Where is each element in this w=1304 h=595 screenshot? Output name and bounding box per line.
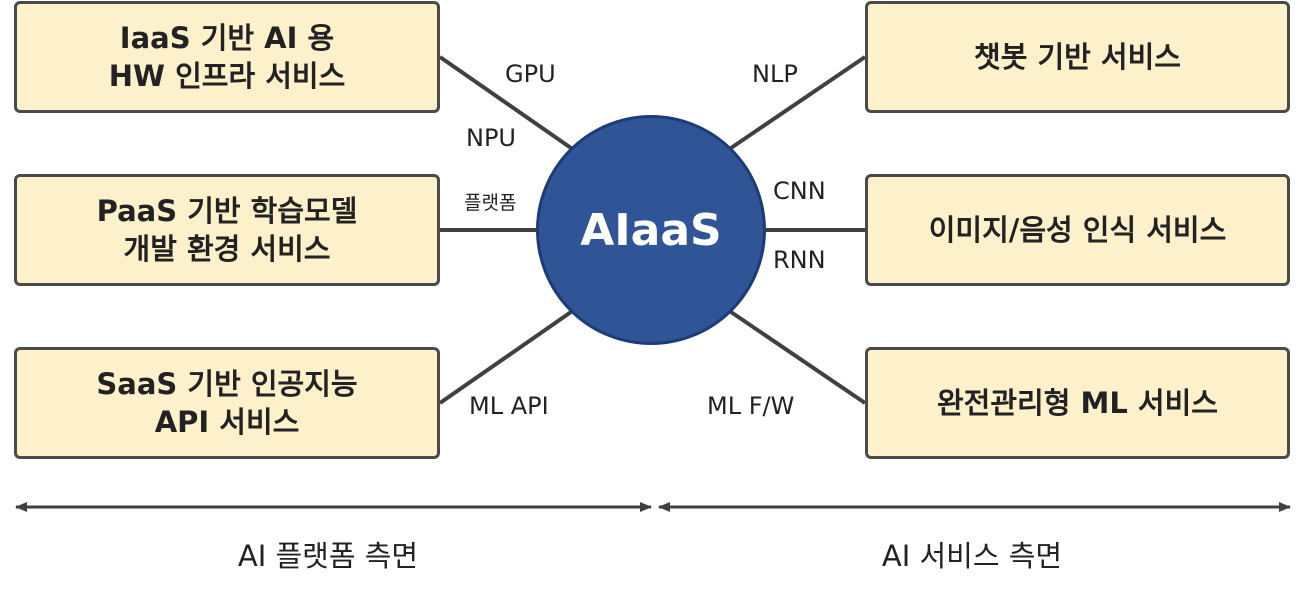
iaas-box-line-2: HW 인프라 서비스 bbox=[108, 59, 346, 93]
platform-label: 플랫폼 bbox=[464, 192, 517, 214]
service-side-label: AI 서비스 측면 bbox=[881, 539, 1063, 573]
nlp-label: NLP bbox=[752, 60, 798, 88]
iaas-box-line-1: IaaS 기반 AI 용 bbox=[119, 21, 335, 55]
connector-left-bottom bbox=[438, 310, 573, 405]
rnn-label: RNN bbox=[773, 246, 826, 274]
paas-box-line-2: 개발 환경 서비스 bbox=[123, 232, 331, 266]
connector-right-bottom bbox=[729, 310, 867, 405]
paas-box-line-1: PaaS 기반 학습모델 bbox=[96, 194, 358, 228]
connector-left-top bbox=[438, 55, 573, 150]
aiaas-hub-label: AIaaS bbox=[580, 204, 722, 256]
saas-box-line-2: API 서비스 bbox=[154, 405, 300, 439]
aiaas-hub: AIaaS bbox=[536, 115, 766, 345]
ml-api-label: ML API bbox=[469, 392, 549, 420]
gpu-label: GPU bbox=[505, 60, 556, 88]
platform-side-label: AI 플랫폼 측면 bbox=[237, 539, 419, 573]
managed-ml-service-box: 완전관리형 ML 서비스 bbox=[865, 347, 1290, 459]
recognition-service-label: 이미지/음성 인식 서비스 bbox=[928, 213, 1227, 247]
saas-box-line-1: SaaS 기반 인공지능 bbox=[96, 367, 358, 401]
chatbot-service-label: 챗봇 기반 서비스 bbox=[974, 40, 1181, 74]
ml-fw-label: ML F/W bbox=[707, 392, 795, 420]
npu-label: NPU bbox=[466, 124, 516, 152]
iaas-box: IaaS 기반 AI 용 HW 인프라 서비스 bbox=[14, 1, 440, 113]
managed-ml-service-label: 완전관리형 ML 서비스 bbox=[937, 386, 1218, 420]
connector-right-top bbox=[729, 55, 867, 150]
saas-box: SaaS 기반 인공지능 API 서비스 bbox=[14, 347, 440, 459]
cnn-label: CNN bbox=[773, 177, 826, 205]
recognition-service-box: 이미지/음성 인식 서비스 bbox=[865, 174, 1290, 286]
paas-box: PaaS 기반 학습모델 개발 환경 서비스 bbox=[14, 174, 440, 286]
chatbot-service-box: 챗봇 기반 서비스 bbox=[865, 1, 1290, 113]
